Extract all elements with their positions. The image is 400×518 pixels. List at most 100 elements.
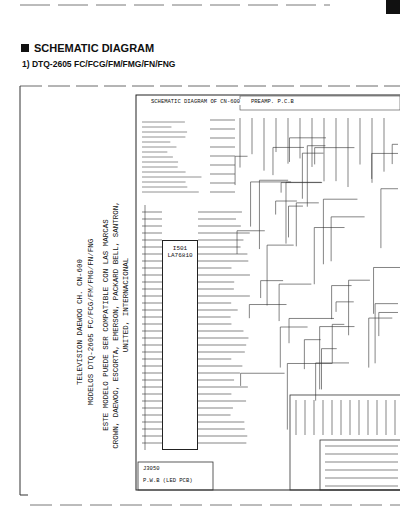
wire bbox=[289, 318, 334, 319]
wire bbox=[305, 400, 306, 435]
wire bbox=[331, 286, 332, 320]
wire bbox=[331, 217, 332, 261]
led-board-outline bbox=[138, 462, 213, 490]
note-lines bbox=[142, 122, 201, 192]
wire bbox=[359, 400, 360, 435]
wiring bbox=[142, 118, 400, 486]
wire bbox=[325, 446, 398, 447]
wire bbox=[198, 310, 238, 311]
wire bbox=[380, 189, 381, 248]
schematic-heading: SCHEMATIC DIAGRAM OF CN-600 bbox=[150, 99, 241, 105]
wire bbox=[315, 147, 355, 148]
wire bbox=[198, 289, 234, 290]
wire bbox=[198, 324, 231, 325]
wire bbox=[198, 338, 248, 339]
wire bbox=[198, 254, 247, 255]
wire bbox=[198, 226, 241, 227]
wire bbox=[142, 157, 173, 158]
wire bbox=[198, 331, 243, 332]
wire bbox=[260, 281, 261, 298]
wire bbox=[304, 339, 320, 340]
wire bbox=[377, 400, 378, 435]
title-bullet bbox=[21, 44, 29, 52]
wire bbox=[210, 192, 235, 193]
wire bbox=[198, 296, 250, 297]
wire bbox=[392, 144, 393, 164]
wire bbox=[198, 422, 244, 423]
wire bbox=[210, 129, 235, 130]
wire bbox=[373, 267, 374, 313]
wire bbox=[314, 148, 315, 165]
wire bbox=[235, 156, 247, 157]
wire bbox=[320, 326, 355, 327]
board-name: P.W.B (LED PCB) bbox=[142, 478, 194, 484]
frame-left-line bbox=[20, 86, 21, 495]
wire bbox=[276, 118, 277, 152]
wire bbox=[336, 118, 337, 181]
wire bbox=[267, 245, 268, 305]
wire bbox=[300, 118, 301, 158]
wire bbox=[289, 138, 290, 162]
wire bbox=[332, 400, 333, 435]
wire bbox=[198, 282, 234, 283]
wire bbox=[210, 183, 235, 184]
schematic-frame bbox=[136, 95, 400, 490]
wire bbox=[142, 122, 185, 123]
wire bbox=[142, 167, 178, 168]
wire bbox=[332, 324, 344, 325]
wire bbox=[288, 206, 289, 237]
wire bbox=[198, 345, 246, 346]
wire bbox=[198, 352, 245, 353]
sub-board-outline bbox=[290, 395, 400, 490]
wire bbox=[336, 301, 354, 302]
wire bbox=[198, 268, 231, 269]
wire bbox=[240, 373, 241, 386]
wire bbox=[259, 180, 260, 249]
corner-mark bbox=[386, 0, 400, 14]
wire bbox=[323, 199, 324, 264]
wire bbox=[142, 152, 167, 153]
wire bbox=[312, 118, 313, 167]
wire bbox=[369, 318, 393, 319]
wire bbox=[198, 408, 233, 409]
wire bbox=[372, 153, 398, 154]
wire bbox=[279, 284, 311, 285]
wire bbox=[280, 327, 281, 368]
wire bbox=[332, 324, 333, 363]
frame-bottom-line bbox=[30, 505, 400, 506]
wire bbox=[289, 206, 303, 207]
vertical-note: TELEVISION DAEWOO CH. CN-600 bbox=[76, 259, 84, 385]
wire bbox=[279, 284, 280, 321]
wire bbox=[321, 349, 322, 390]
wire bbox=[264, 118, 265, 171]
wire bbox=[379, 312, 398, 313]
wire bbox=[314, 400, 315, 435]
frame-top-line bbox=[20, 86, 400, 87]
wire bbox=[386, 400, 387, 435]
part-number: LA76810 bbox=[163, 252, 197, 259]
scan-edge-line bbox=[20, 5, 330, 6]
wire bbox=[142, 132, 187, 133]
wire bbox=[289, 318, 290, 343]
wire bbox=[261, 280, 283, 281]
wire bbox=[198, 212, 242, 213]
wire bbox=[296, 400, 297, 435]
wire bbox=[368, 318, 369, 368]
wire bbox=[323, 199, 357, 200]
wire bbox=[325, 462, 398, 463]
wire bbox=[287, 363, 288, 429]
wire bbox=[198, 240, 243, 241]
wire bbox=[249, 304, 286, 305]
wire bbox=[145, 205, 146, 450]
wire bbox=[331, 216, 364, 217]
wire bbox=[375, 303, 398, 304]
wire bbox=[314, 228, 315, 285]
wire bbox=[198, 443, 246, 444]
wire bbox=[198, 401, 246, 402]
wire bbox=[395, 400, 396, 435]
wire bbox=[142, 127, 171, 128]
wire bbox=[198, 373, 240, 374]
wire bbox=[336, 302, 337, 312]
wire bbox=[142, 187, 187, 188]
